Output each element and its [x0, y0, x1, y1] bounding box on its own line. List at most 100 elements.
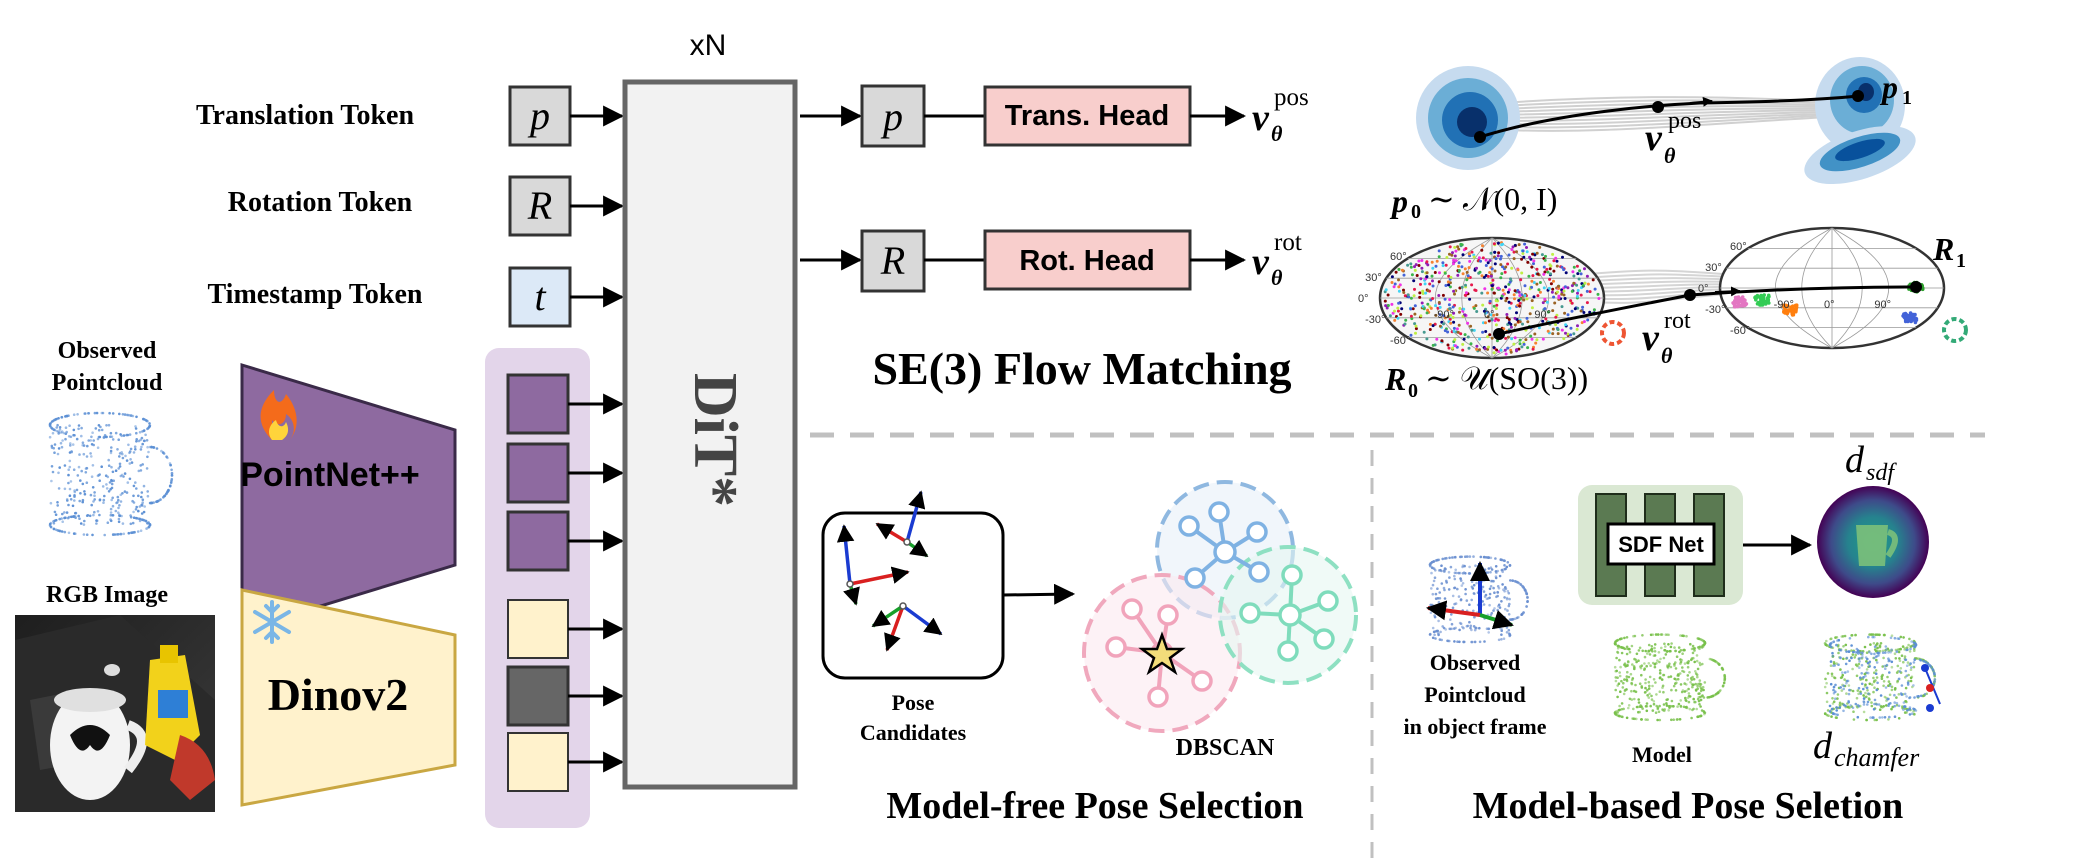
- point: [1627, 706, 1630, 710]
- point: [1492, 586, 1495, 590]
- point: [1690, 716, 1693, 720]
- point: [1864, 674, 1867, 678]
- point: [1657, 651, 1661, 654]
- sample-point: [1412, 294, 1416, 298]
- point: [89, 439, 92, 442]
- sample-point: [1425, 271, 1429, 275]
- point: [1615, 656, 1618, 660]
- sample-point: [1585, 301, 1589, 305]
- point: [1465, 599, 1469, 602]
- point: [1666, 633, 1669, 636]
- point: [1438, 638, 1442, 641]
- point: [1908, 696, 1912, 699]
- point: [133, 445, 137, 449]
- point: [114, 469, 118, 473]
- point: [1619, 690, 1622, 693]
- sample-point: [1423, 282, 1427, 286]
- point: [1826, 672, 1830, 675]
- subscript: 0: [1408, 380, 1418, 402]
- sample-point: [1453, 292, 1456, 296]
- sample-point: [1472, 255, 1476, 259]
- sample-point: [1419, 314, 1423, 318]
- sample-point: [1512, 342, 1516, 346]
- point: [1494, 570, 1498, 573]
- point: [79, 492, 82, 495]
- point: [1616, 646, 1620, 650]
- rot-superscript: rot: [1664, 308, 1691, 334]
- chamfer-overlay: [1823, 633, 1937, 722]
- sample-point: [1390, 281, 1394, 284]
- point: [1658, 690, 1662, 693]
- sample-point: [1733, 305, 1737, 309]
- point: [122, 434, 126, 437]
- point: [1862, 697, 1866, 700]
- sample-point: [1511, 245, 1515, 249]
- sample-point: [1522, 255, 1526, 259]
- point: [1862, 687, 1865, 691]
- point: [159, 498, 162, 501]
- sample-point: [1496, 241, 1500, 245]
- sample-point: [1541, 337, 1545, 341]
- point: [1847, 650, 1851, 653]
- point: [1452, 586, 1456, 590]
- sample-point: [1576, 272, 1580, 276]
- point: [142, 429, 146, 432]
- lon-tick-label: -90°: [1774, 299, 1794, 311]
- sample-point: [1538, 245, 1542, 249]
- rot-head-box: [983, 229, 1192, 291]
- point: [1699, 663, 1702, 667]
- point: [1908, 650, 1912, 653]
- point: [1913, 658, 1916, 661]
- point: [150, 445, 153, 449]
- point: [61, 512, 64, 516]
- point: [1430, 587, 1433, 590]
- sample-point: [1563, 285, 1567, 289]
- point: [1887, 651, 1890, 654]
- sample-point: [1545, 300, 1549, 304]
- point: [1664, 645, 1667, 648]
- point: [1453, 640, 1456, 643]
- point: [1845, 650, 1848, 653]
- sample-point: [1563, 311, 1567, 315]
- point: [69, 480, 73, 483]
- point: [1700, 645, 1704, 649]
- sample-point: [1564, 271, 1568, 275]
- point: [1670, 718, 1673, 722]
- point: [1470, 598, 1473, 602]
- sample-point: [1461, 348, 1465, 352]
- point: [1832, 688, 1835, 692]
- sample-point: [1789, 305, 1793, 310]
- point: [1700, 709, 1704, 712]
- sample-point: [1488, 299, 1492, 303]
- point: [165, 455, 168, 459]
- point: [1910, 675, 1914, 679]
- point: [1627, 704, 1631, 707]
- point: [87, 439, 90, 442]
- point: [1669, 645, 1673, 649]
- point: [1635, 652, 1639, 656]
- point: [1677, 646, 1681, 649]
- sample-point: [1509, 325, 1513, 329]
- sample-point: [1530, 285, 1534, 289]
- point: [1903, 692, 1907, 696]
- sample-point: [1385, 306, 1389, 310]
- point: [1514, 617, 1517, 620]
- point: [1656, 718, 1659, 722]
- point: [1633, 697, 1636, 701]
- pointnet-encoder: [240, 362, 457, 633]
- point: [1658, 704, 1661, 708]
- point: [1873, 656, 1876, 660]
- point: [1619, 665, 1622, 669]
- point: [1498, 606, 1502, 609]
- sample-point: [1581, 284, 1585, 287]
- sample-point: [1509, 350, 1513, 354]
- point: [1650, 694, 1653, 698]
- point: [1627, 675, 1631, 679]
- sample-point: [1393, 318, 1397, 322]
- point: [1616, 695, 1619, 699]
- color-wheel-icon: [1600, 320, 1626, 346]
- point: [1647, 680, 1651, 684]
- sample-point: [1585, 274, 1589, 278]
- sample-point: [1490, 336, 1494, 340]
- point: [1519, 583, 1523, 586]
